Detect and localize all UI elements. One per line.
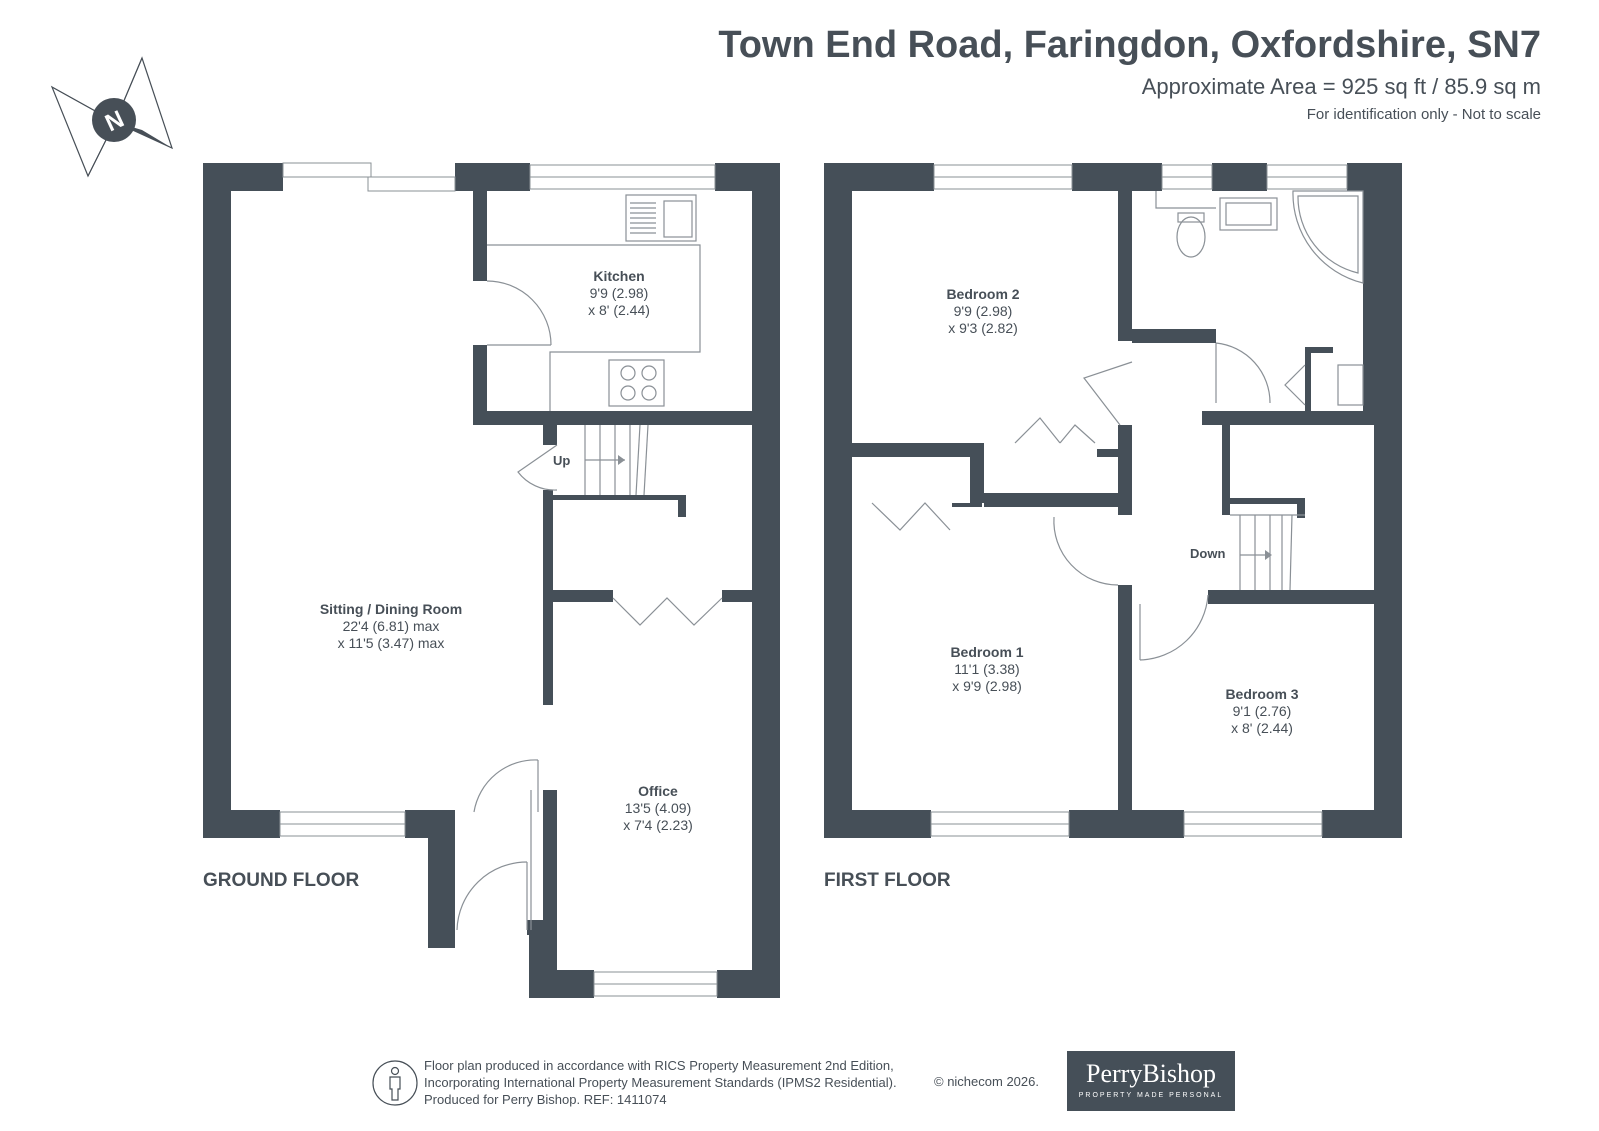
- first-floor-fittings: [871, 190, 1364, 661]
- sitting-dining-name: Sitting / Dining Room: [320, 601, 462, 617]
- stair-down-arrow-icon: [1265, 550, 1272, 560]
- ground-floor-walls: [203, 163, 780, 998]
- stairs-down-label: Down: [1190, 546, 1225, 561]
- compass-icon: N: [50, 56, 174, 178]
- bedroom-1-dim2: x 9'9 (2.98): [952, 678, 1022, 694]
- ground-floor-window-lines: [280, 176, 717, 985]
- ground-floor-label: GROUND FLOOR: [203, 870, 359, 891]
- office-dim2: x 7'4 (2.23): [623, 817, 693, 833]
- office-dim1: 13'5 (4.09): [625, 800, 692, 816]
- approximate-area: Approximate Area = 925 sq ft / 85.9 sq m: [1141, 74, 1541, 99]
- stairs-up-label: Up: [553, 453, 570, 468]
- property-title: Town End Road, Faringdon, Oxfordshire, S…: [718, 24, 1541, 66]
- bedroom-2-dim1: 9'9 (2.98): [954, 303, 1013, 319]
- office-name: Office: [638, 783, 678, 799]
- kitchen-dim2: x 8' (2.44): [588, 302, 650, 318]
- sitting-dining-dim1: 22'4 (6.81) max: [343, 618, 440, 634]
- first-floor-label: FIRST FLOOR: [824, 870, 951, 891]
- bedroom-2-dim2: x 9'3 (2.82): [948, 320, 1018, 336]
- kitchen-dim1: 9'9 (2.98): [590, 285, 649, 301]
- bedroom-3-dim2: x 8' (2.44): [1231, 720, 1293, 736]
- bedroom-1-name: Bedroom 1: [950, 644, 1023, 660]
- sitting-dining-dim2: x 11'5 (3.47) max: [338, 635, 445, 651]
- bedroom-3-name: Bedroom 3: [1225, 686, 1298, 702]
- bedroom-3-dim1: 9'1 (2.76): [1233, 703, 1292, 719]
- bedroom-1-dim1: 11'1 (3.38): [954, 661, 1019, 677]
- first-floor-window-lines: [931, 176, 1347, 825]
- kitchen-name: Kitchen: [593, 268, 644, 284]
- kitchen-fittings: [456, 194, 723, 931]
- stair-arrow-icon: [618, 455, 625, 465]
- first-floor-walls: [824, 163, 1402, 838]
- header: Town End Road, Faringdon, Oxfordshire, S…: [718, 22, 1541, 123]
- identification-note: For identification only - Not to scale: [1306, 106, 1541, 123]
- person-icon: [372, 1060, 418, 1106]
- bedroom-2-name: Bedroom 2: [946, 286, 1019, 302]
